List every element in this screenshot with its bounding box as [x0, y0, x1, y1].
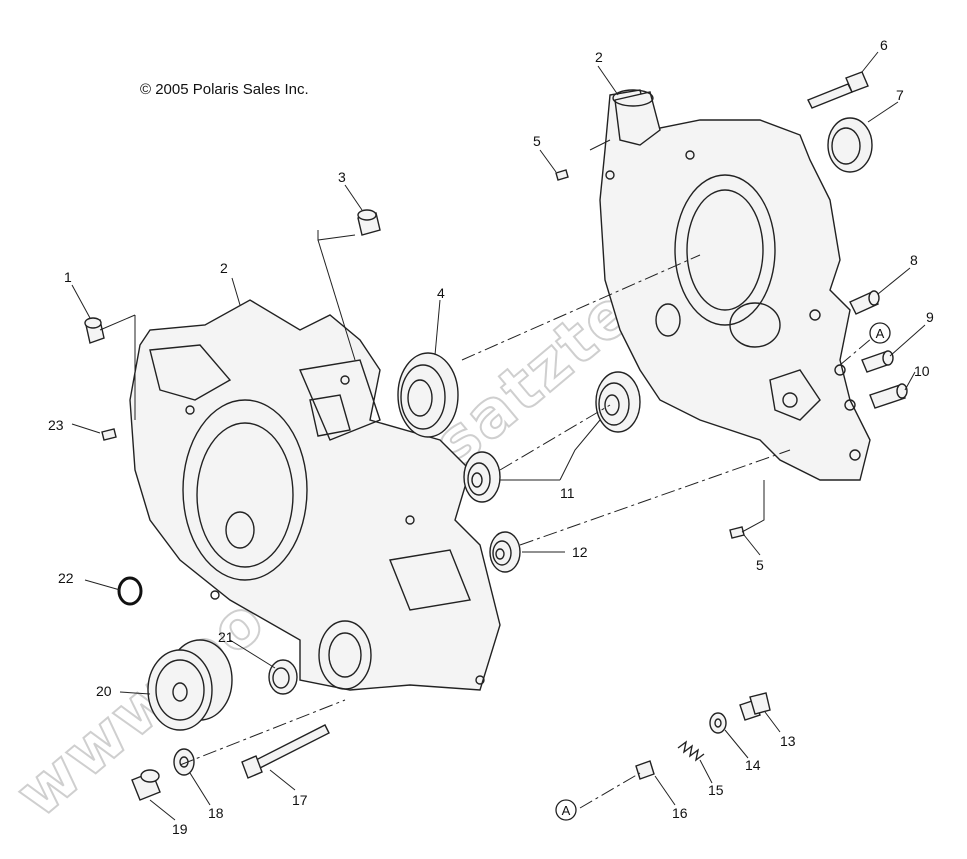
- spring-15: [677, 740, 705, 762]
- reference-marker-a-upper-label: A: [876, 326, 885, 341]
- bearing-11-upper: [595, 371, 641, 433]
- callout-13: 13: [780, 733, 796, 749]
- callout-17: 17: [292, 792, 308, 808]
- callout-9: 9: [926, 309, 934, 325]
- dowel-pin-23: [101, 428, 117, 441]
- callout-6: 6: [880, 37, 888, 53]
- callout-7: 7: [896, 87, 904, 103]
- callout-3: 3: [338, 169, 346, 185]
- dowel-8: [849, 290, 880, 315]
- copyright-text: © 2005 Polaris Sales Inc.: [140, 81, 309, 98]
- reference-marker-a-lower: A: [555, 799, 577, 821]
- callout-2-left: 2: [220, 260, 228, 276]
- washer-18: [173, 748, 195, 776]
- left-crankcase-half: [129, 299, 501, 691]
- plunger-16: [635, 760, 655, 780]
- callout-1: 1: [64, 269, 72, 285]
- callout-11: 11: [560, 485, 575, 501]
- callout-19: 19: [172, 821, 188, 837]
- callout-2-right: 2: [595, 49, 603, 65]
- callout-4: 4: [437, 285, 445, 301]
- dowel-sleeve-3: [357, 209, 381, 236]
- callout-16: 16: [672, 805, 688, 821]
- bolt-6: [807, 71, 869, 109]
- washer-14: [709, 712, 727, 734]
- bolt-13: [739, 692, 771, 721]
- callout-14: 14: [745, 757, 761, 773]
- callout-21: 21: [218, 629, 234, 645]
- callout-23: 23: [48, 417, 64, 433]
- callout-12: 12: [572, 544, 588, 560]
- bearing-11-lower: [463, 451, 501, 503]
- alignment-lines: [179, 254, 873, 809]
- callout-18: 18: [208, 805, 224, 821]
- dowel-pin-5-top: [555, 169, 569, 181]
- callout-labels: 1 2 2 3 4 5 5 6 7 8 9 10 11 12 13 14 15 …: [48, 37, 934, 837]
- drain-plug-19: [131, 769, 161, 801]
- bearing-4: [397, 352, 459, 438]
- dowel-pin-5-bottom: [729, 526, 745, 539]
- callout-5-bottom: 5: [756, 557, 764, 573]
- callout-22: 22: [58, 570, 74, 586]
- seal-21: [268, 659, 298, 695]
- callout-15: 15: [708, 782, 724, 798]
- dowel-sleeve-1: [84, 317, 105, 344]
- reference-marker-a-lower-label: A: [562, 803, 571, 818]
- callout-20: 20: [96, 683, 112, 699]
- pulley-20: [147, 639, 233, 731]
- fitting-10: [869, 383, 908, 409]
- bearing-12: [489, 531, 521, 573]
- callout-10: 10: [914, 363, 930, 379]
- bolt-17: [241, 724, 330, 779]
- callout-5-top: 5: [533, 133, 541, 149]
- callout-8: 8: [910, 252, 918, 268]
- reference-marker-a-upper: A: [869, 322, 891, 344]
- oil-seal-7: [827, 117, 873, 173]
- leader-lines: [71, 51, 926, 821]
- o-ring-22: [117, 576, 143, 606]
- fitting-9: [861, 350, 894, 373]
- right-crankcase-half: [599, 89, 871, 481]
